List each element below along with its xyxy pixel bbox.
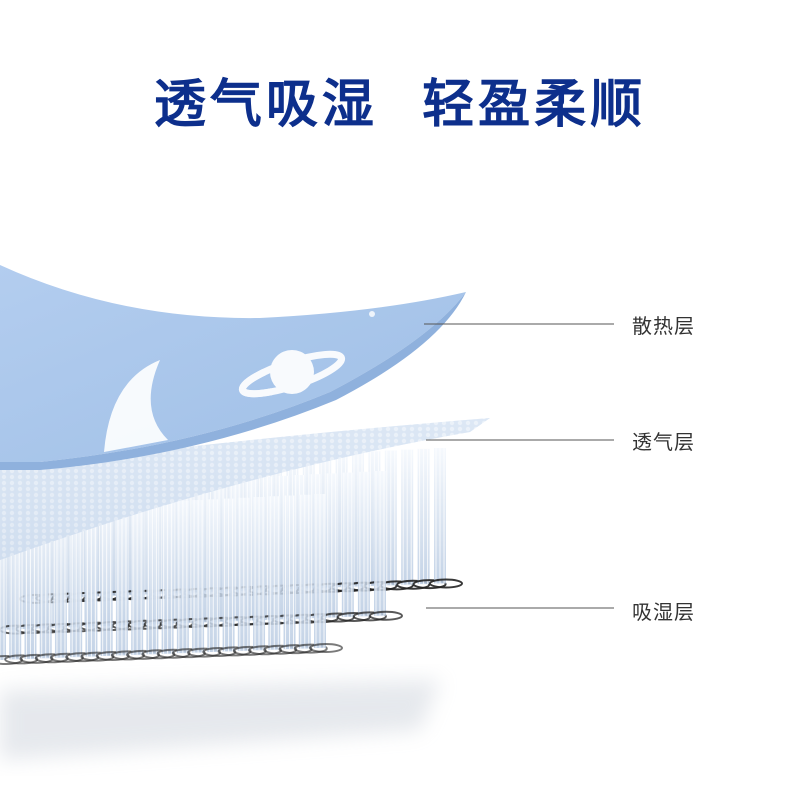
layer-label-air: 透气层 xyxy=(632,430,695,454)
layer-label-wet: 吸湿层 xyxy=(632,600,695,624)
moon-icon xyxy=(104,360,168,452)
headline: 透气吸湿 轻盈柔顺 xyxy=(153,75,647,135)
heat-layer xyxy=(0,265,466,470)
breathable-layer xyxy=(0,418,490,560)
leader-lines xyxy=(424,323,614,609)
fiber-loop xyxy=(309,643,343,653)
planet-icon xyxy=(238,350,346,398)
layer-label-heat: 散热层 xyxy=(632,314,695,338)
fiber-loop xyxy=(352,611,387,622)
fiber-loop xyxy=(293,643,328,654)
fiber-loop xyxy=(396,579,431,590)
fiber-loop xyxy=(412,579,447,590)
fiber-loop xyxy=(369,610,403,621)
fiber-loop xyxy=(429,578,463,589)
fiber-column xyxy=(0,510,6,660)
fabric-shadow xyxy=(0,680,440,760)
